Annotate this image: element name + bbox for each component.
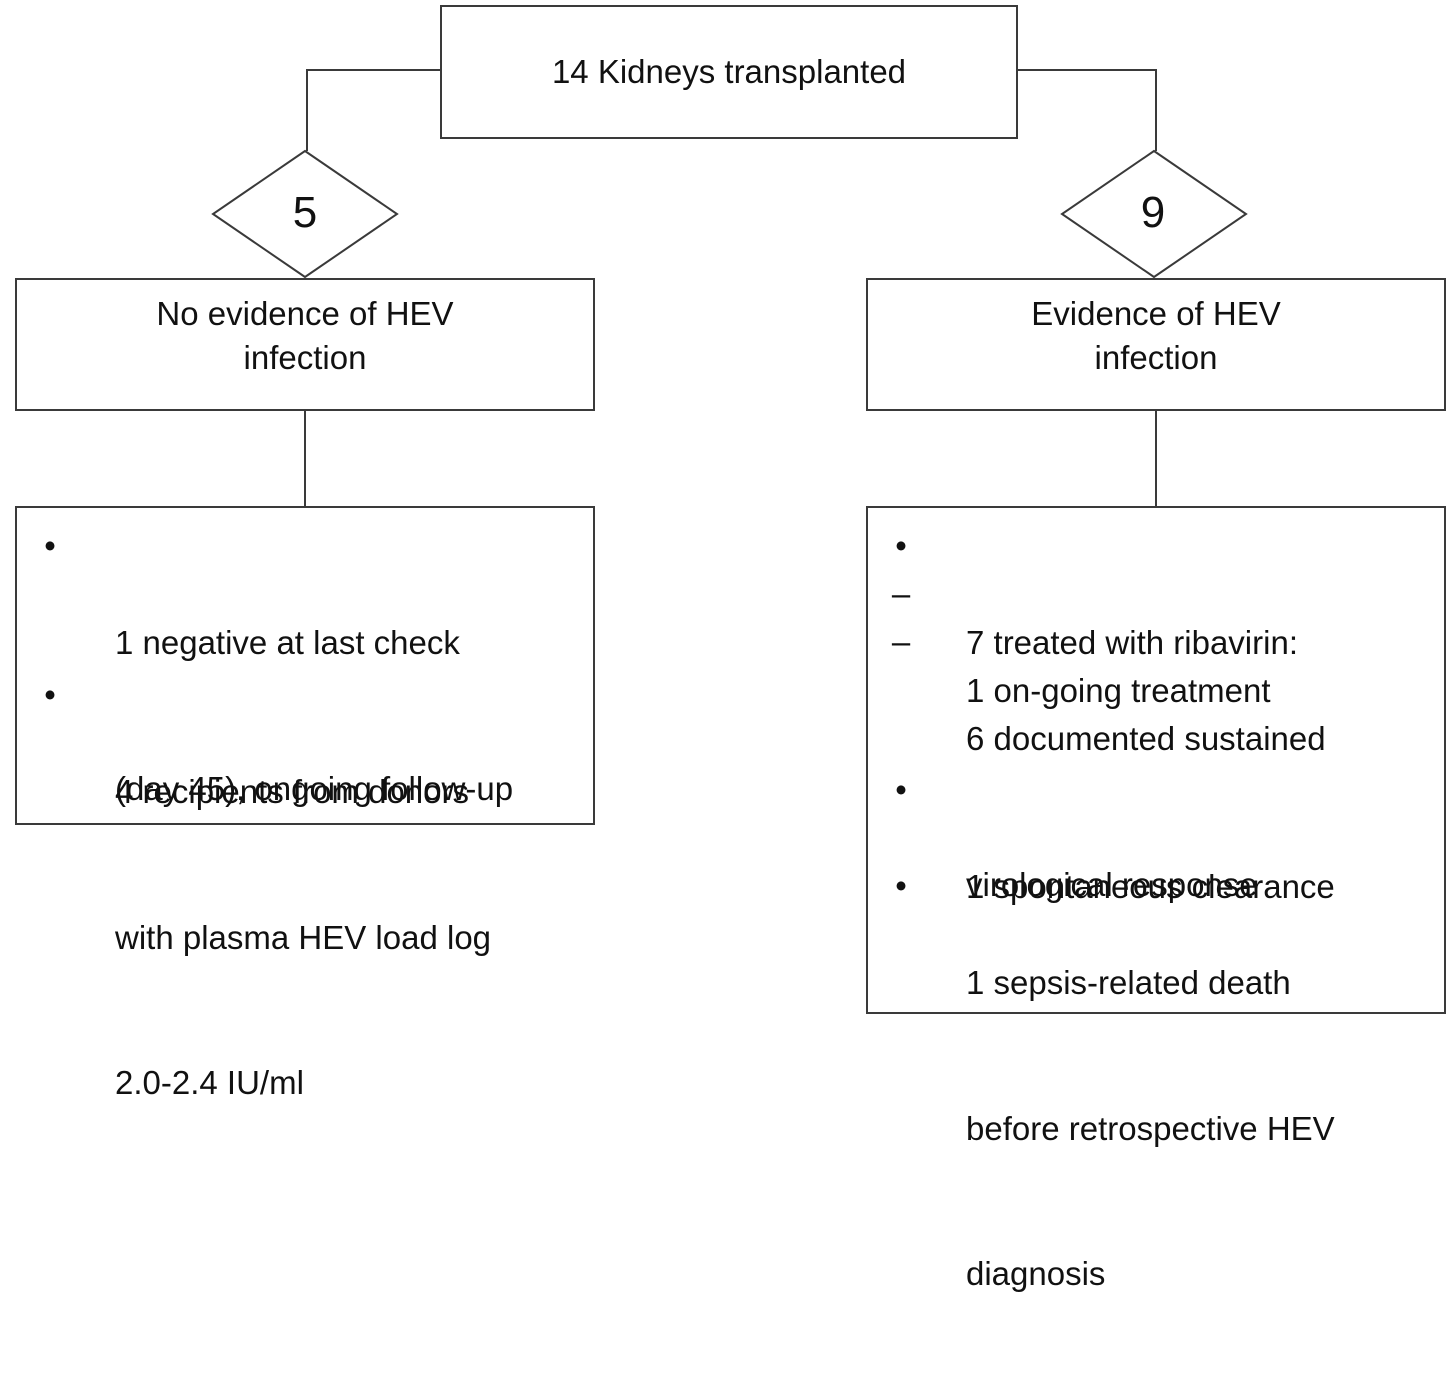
list-item: – 1 on-going treatment [886,570,1436,709]
list-item-line: 4 recipients from donors [115,773,469,810]
dash-marker: – [891,575,911,612]
list-item-line: 7 treated with ribavirin: [966,624,1298,661]
list-item-line: 1 negative at last check [115,624,460,661]
list-item-line: 2.0-2.4 IU/ml [115,1064,304,1101]
connector-lines [211,69,1248,506]
right-header-line: Evidence of HEV [1031,295,1281,332]
right-header-line: infection [1094,339,1218,376]
top-box: 14 Kidneys transplanted [440,5,1018,139]
bullet-marker: • [895,771,907,808]
list-item: • 1 negative at last check (day 45), ong… [35,522,585,807]
list-item-line: diagnosis [966,1255,1106,1292]
list-item-line: 1 spontaneous clearance [966,868,1335,905]
bullet-marker: • [895,867,907,904]
dash-marker: – [891,623,911,660]
connector-top-to-right [1018,69,1157,151]
left-header-line: infection [243,339,367,376]
bullet-marker: • [44,676,56,713]
list-item-line: 1 sepsis-related death [966,964,1291,1001]
left-outcome-list: • 1 negative at last check (day 45), ong… [15,506,595,1101]
list-item-line: (day 45), ongoing follow-up [115,769,514,807]
list-item: • 4 recipients from donors with plasma H… [35,671,585,1101]
connector-top-to-left [306,69,440,151]
list-item-line: 1 on-going treatment [966,672,1271,709]
diamond-left [211,149,399,279]
right-outcome-list: • 7 treated with ribavirin: – 1 on-going… [866,506,1446,1292]
list-item-line: 6 documented sustained [966,720,1326,757]
diamond-right [1060,149,1248,279]
list-item: • 7 treated with ribavirin: [886,522,1436,661]
bullet-marker: • [895,527,907,564]
left-count-label: 5 [292,188,318,237]
list-item-line: before retrospective HEV [966,1109,1335,1147]
top-label: 14 Kidneys transplanted [551,53,907,90]
bullet-marker: • [44,527,56,564]
list-item: • 1 spontaneous clearance [886,766,1436,905]
list-item-line: virological response [966,865,1258,903]
list-item: – 6 documented sustained virological res… [886,618,1436,903]
left-header-box: No evidence of HEV infection [15,278,595,411]
right-header-box: Evidence of HEV infection [866,278,1446,411]
list-item-line: with plasma HEV load log [115,918,492,956]
list-item: • 1 sepsis-related death before retrospe… [886,862,1436,1292]
left-header-line: No evidence of HEV [156,295,454,332]
right-count-label: 9 [1140,188,1166,237]
